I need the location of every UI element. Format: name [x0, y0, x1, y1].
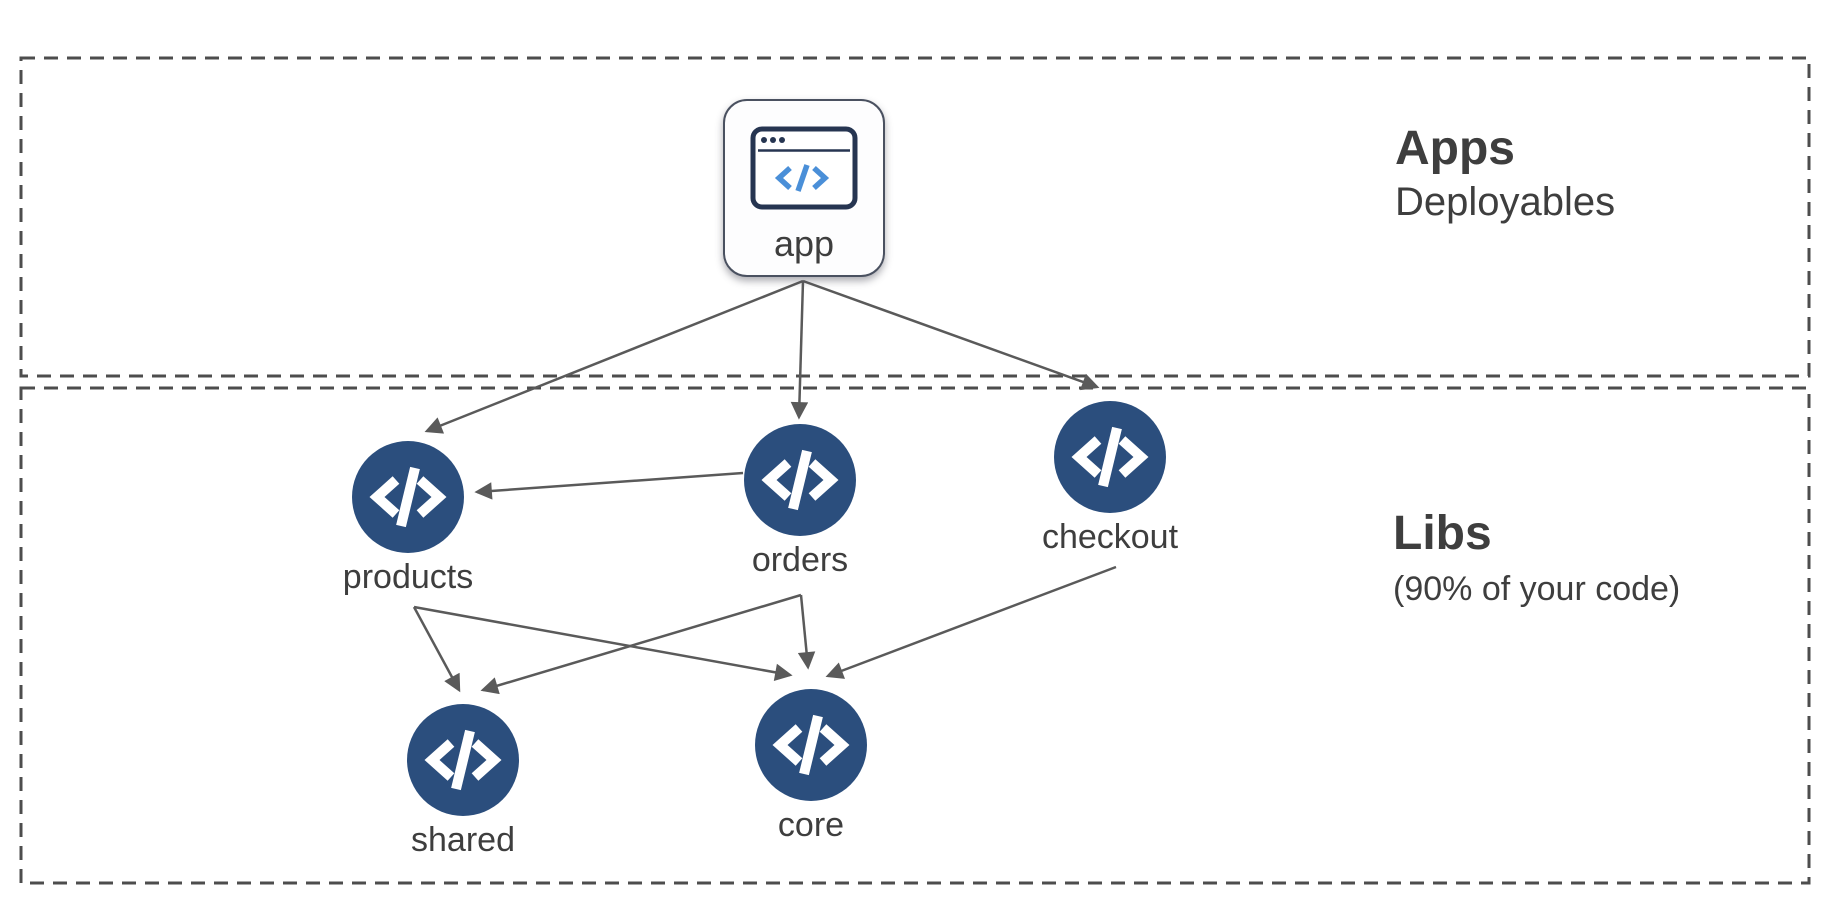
code-icon [772, 714, 850, 776]
edge-app-to-orders-arrow [790, 280, 809, 420]
node-orders [744, 424, 856, 536]
code-icon [1071, 426, 1149, 488]
node-label-orders: orders [751, 541, 849, 579]
apps-section-label: Apps Deployables [1395, 123, 1615, 225]
node-label-products: products [342, 558, 474, 596]
edge-checkout-to-core-arrow [825, 565, 1117, 679]
node-checkout [1054, 401, 1166, 513]
node-shared [407, 704, 519, 816]
edge-orders-to-products-arrow [474, 471, 744, 500]
node-label-app: app [773, 223, 835, 264]
node-app: app [723, 99, 885, 277]
edge-products-to-shared-arrow [412, 606, 461, 693]
edge-app-to-checkout-arrow [802, 279, 1100, 391]
node-label-checkout: checkout [1041, 518, 1179, 556]
edge-products-to-core-arrow [413, 605, 793, 681]
edge-app-to-products-arrow [424, 279, 804, 434]
libs-section-subtitle: (90% of your code) [1393, 570, 1681, 608]
code-icon [424, 729, 502, 791]
browser-window-icon [750, 126, 858, 210]
code-icon [369, 466, 447, 528]
apps-section-title: Apps [1395, 122, 1515, 175]
code-icon [761, 449, 839, 511]
node-products [352, 441, 464, 553]
libs-section-label: Libs (90% of your code) [1393, 508, 1680, 609]
node-label-core: core [777, 806, 845, 844]
apps-section-box [19, 56, 1811, 378]
libs-section-box [19, 386, 1811, 885]
apps-section-subtitle: Deployables [1395, 180, 1616, 224]
edge-orders-to-core-arrow [797, 594, 816, 670]
libs-section-title: Libs [1393, 507, 1492, 560]
node-label-shared: shared [411, 821, 515, 859]
node-core [755, 689, 867, 801]
edge-orders-to-shared-arrow [480, 593, 802, 695]
